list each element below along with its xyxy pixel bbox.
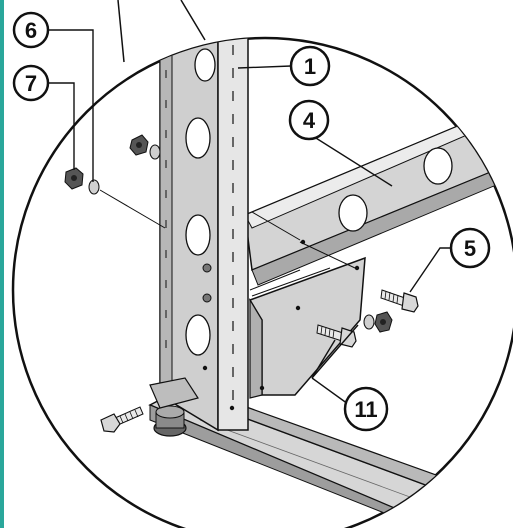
crossbeam: [244, 98, 513, 286]
svg-text:7: 7: [25, 71, 37, 96]
callout-6: 6: [12, 11, 50, 49]
leveling-foot: [153, 405, 187, 437]
base-bolt: [100, 406, 144, 433]
callout-4: 4: [288, 99, 330, 141]
callout-11: 11: [343, 386, 389, 432]
loose-nut: [64, 167, 84, 190]
corner-bracket: [248, 256, 366, 399]
bracket-bolt-right: [380, 289, 419, 313]
callout-7: 7: [12, 64, 50, 102]
svg-text:5: 5: [464, 236, 476, 261]
vertical-post: [159, 38, 249, 432]
svg-text:6: 6: [25, 18, 37, 43]
left-frame-accent: [0, 0, 4, 528]
post-base-plate: [149, 377, 199, 409]
callout-1: 1: [289, 45, 331, 87]
loose-washer: [88, 179, 100, 195]
svg-text:4: 4: [303, 108, 316, 133]
svg-text:11: 11: [354, 397, 377, 422]
svg-text:1: 1: [304, 54, 316, 79]
post-nut-washer: [129, 134, 161, 160]
top-leader-lines: [117, 0, 206, 63]
callout-5: 5: [449, 227, 491, 269]
alignment-lines: [99, 189, 356, 297]
